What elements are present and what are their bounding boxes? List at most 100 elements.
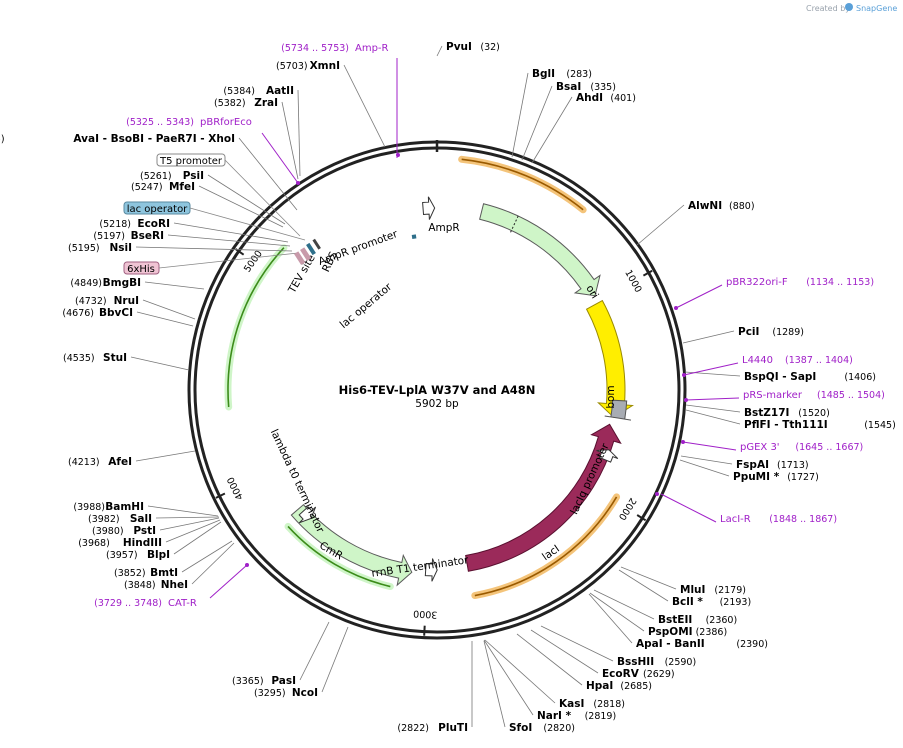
primer-leader-line	[660, 493, 717, 523]
primer-leader-line	[682, 441, 737, 451]
primer-site: LacI-R(1848 .. 1867)	[655, 492, 837, 525]
tev-site-marks	[294, 238, 321, 265]
site-position: (1727)	[787, 472, 819, 483]
site-leader-line	[165, 519, 221, 543]
lac-operator-mark	[411, 234, 417, 240]
restriction-site: BspQI - SapI(1406)	[684, 371, 876, 383]
laci-arrow	[465, 423, 622, 572]
restriction-site: AlwNI(880)	[636, 200, 755, 246]
restriction-site: AvaI - BsoBI - PaeR7I - XhoI(5305)	[0, 133, 298, 211]
primer-name: Amp-R	[355, 43, 389, 54]
site-position: (3852)	[114, 568, 146, 579]
site-name: SalI	[130, 513, 152, 525]
site-leader-line	[299, 621, 330, 681]
site-name: AfeI	[108, 456, 132, 468]
site-leader-line	[589, 592, 645, 632]
site-position: (3295)	[254, 688, 286, 699]
restriction-site: BglI(283)	[511, 68, 592, 158]
restriction-site: AatII(5384)	[223, 85, 301, 177]
restriction-site: EcoRV(2629)	[530, 629, 675, 680]
site-name: BglI	[532, 68, 555, 80]
primer-position: (1387 .. 1404)	[785, 355, 853, 366]
site-position: (1713)	[777, 460, 809, 471]
site-position: (3957)	[106, 550, 138, 561]
restriction-site: KasI(2818)	[484, 639, 625, 710]
feature-label: AmpR	[428, 222, 459, 234]
site-name: BstEII	[658, 614, 692, 626]
primer-mark	[684, 398, 688, 402]
restriction-site: NarI *(2819)	[483, 639, 616, 722]
his-tag-label: 6xHis	[127, 264, 155, 275]
primer-site: pGEX 3' (1645 .. 1667)	[681, 440, 863, 453]
lambda-terminator-arrow	[298, 506, 317, 524]
site-position: (5247)	[131, 182, 163, 193]
primer-site: Amp-R (5734 .. 5753)	[281, 43, 400, 158]
site-leader-line	[588, 593, 633, 644]
restriction-site: BseRI(5197)	[93, 230, 291, 247]
primer-leader-line	[685, 397, 740, 401]
site-name: MfeI	[169, 181, 195, 193]
site-leader-line	[521, 85, 553, 161]
restriction-site: PvuI(32)	[436, 41, 500, 57]
scale-tick	[423, 625, 426, 636]
primer-name: pGEX 3'	[740, 442, 780, 453]
his-tag-leader	[158, 252, 299, 269]
credit-text: Created by	[806, 4, 850, 13]
site-position: (2360)	[706, 615, 738, 626]
scale-tick-label: 3000	[413, 608, 438, 620]
restriction-site: PciI(1289)	[682, 326, 804, 344]
site-position: (1289)	[772, 327, 804, 338]
site-name: XmnI	[310, 60, 340, 72]
site-name: BssHII	[617, 656, 654, 668]
scale-tick	[642, 269, 653, 277]
site-leader-line	[483, 640, 506, 728]
plasmid-name: His6-TEV-LplA W37V and A48N	[339, 383, 536, 397]
site-position: (3968)	[78, 538, 110, 549]
primer-position: (5734 .. 5753)	[281, 43, 349, 54]
lac-operator-box-label: lac operator	[127, 204, 188, 215]
site-position: (4535)	[63, 353, 95, 364]
restriction-site: BclI *(2193)	[618, 569, 751, 608]
site-name: AlwNI	[688, 200, 722, 212]
ampr-marker	[510, 213, 520, 233]
site-name: EcoRV	[602, 668, 640, 680]
site-name: BsaI	[556, 81, 581, 93]
highlight-arc-left	[224, 244, 288, 411]
site-name: ApaI - BanII	[636, 638, 705, 650]
primer-leader-line	[675, 284, 723, 309]
site-name: ZraI	[254, 97, 278, 109]
ampr-promoter-arrow	[422, 196, 436, 220]
restriction-site: ZraI(5382)	[214, 97, 299, 180]
site-position: (2179)	[714, 585, 746, 596]
site-name: BstZ17I	[744, 407, 789, 419]
site-name: PspOMI	[648, 626, 693, 638]
restriction-site: AfeI (4213)	[68, 450, 196, 468]
site-position: (4849)	[70, 278, 102, 289]
site-name: NheI	[161, 579, 188, 591]
site-leader-line	[147, 505, 219, 517]
restriction-site: AhdI(401)	[531, 92, 636, 164]
restriction-site: PspOMI(2386)	[589, 592, 727, 638]
primer-position: (5325 .. 5343)	[126, 117, 194, 128]
site-position: (2629)	[643, 669, 675, 680]
site-name: NruI	[114, 295, 139, 307]
t5-promoter-leader	[224, 159, 301, 237]
primer-position: (1645 .. 1667)	[795, 442, 863, 453]
primer-leader-line	[209, 564, 248, 599]
site-leader-line	[135, 450, 196, 462]
restriction-site: FspAI(1713)	[680, 455, 809, 471]
site-name: StuI	[103, 352, 127, 364]
scale-tick-label: 4000	[225, 475, 245, 502]
site-position: (5703)	[276, 61, 308, 72]
site-name: HindIII	[123, 537, 162, 549]
site-position: (1545)	[864, 420, 896, 431]
site-name: EcoRI	[137, 218, 170, 230]
site-leader-line	[238, 137, 298, 211]
site-name: BmtI	[150, 567, 178, 579]
site-position: (4213)	[68, 457, 100, 468]
site-leader-line	[436, 45, 443, 57]
site-leader-line	[144, 281, 205, 290]
restriction-site: PpuMI *(1727)	[679, 459, 819, 483]
restriction-site: BstEII (2360)	[593, 589, 738, 626]
